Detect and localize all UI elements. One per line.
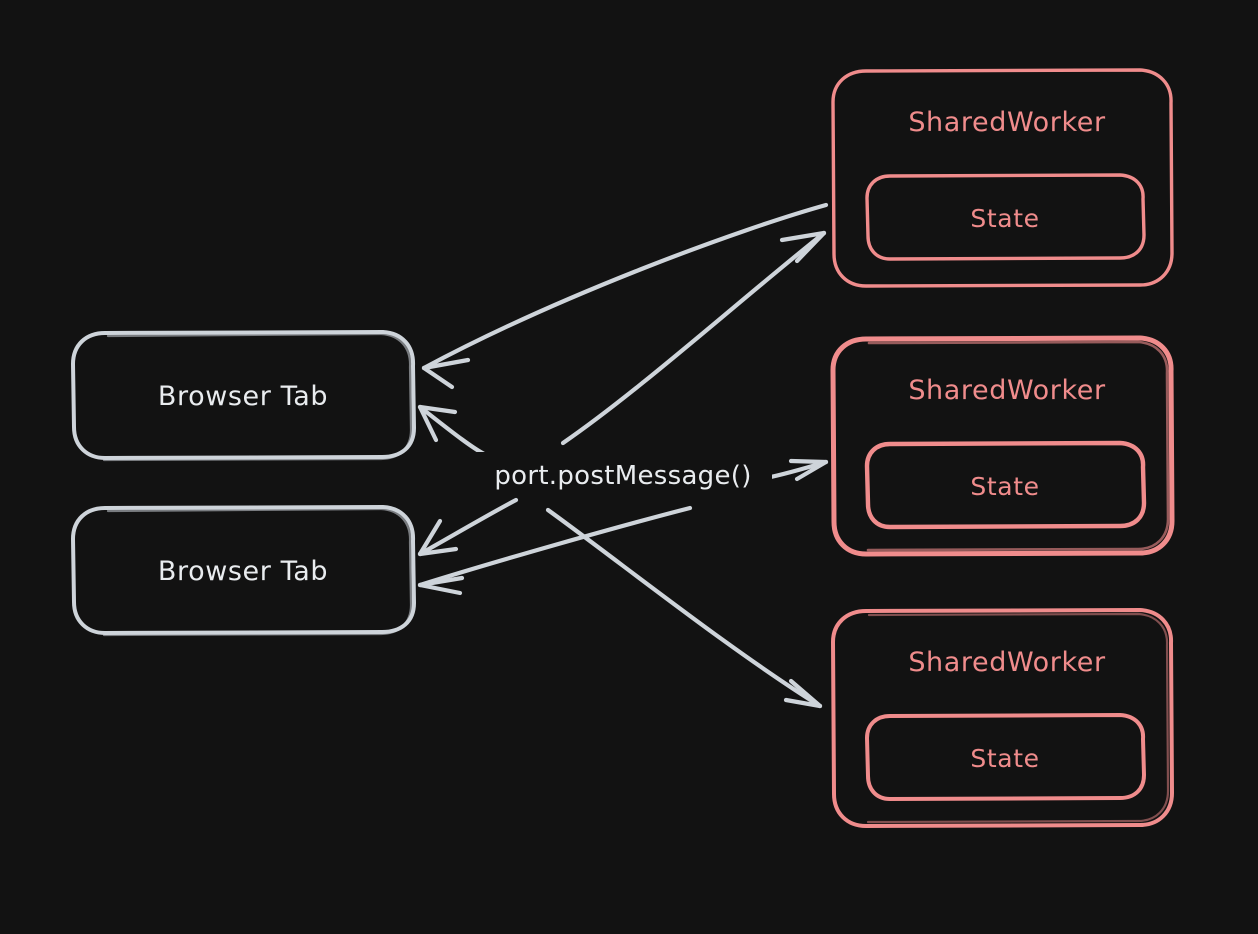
browser-tab-1-outline-sketch (102, 332, 413, 462)
shared-worker-1-label: SharedWorker (908, 107, 1106, 138)
edge-hub-to-worker2[interactable] (763, 458, 829, 482)
browser-tab-2-outline (70, 504, 417, 636)
browser-tab-1-label: Browser Tab (158, 381, 328, 412)
node-shared-worker-3[interactable]: SharedWorker State (830, 607, 1175, 829)
node-state-3[interactable]: State (864, 712, 1147, 802)
node-shared-worker-1[interactable]: SharedWorker State (831, 68, 1174, 288)
shared-worker-3-label: SharedWorker (908, 647, 1106, 678)
state-3-outline (864, 712, 1147, 802)
browser-tab-2-outline-sketch (102, 507, 413, 637)
state-2-outline (864, 440, 1147, 530)
edge-layer (417, 202, 829, 709)
shared-worker-3-outline-sketch (866, 612, 1170, 824)
node-state-1[interactable]: State (865, 173, 1146, 261)
state-1-label: State (970, 204, 1039, 233)
shared-worker-2-outline-sketch (866, 340, 1170, 552)
edge-label-backdrop (474, 452, 772, 496)
browser-tab-2-label: Browser Tab (158, 556, 328, 587)
edge-label-text: port.postMessage() (494, 461, 751, 491)
shared-worker-2-label: SharedWorker (908, 375, 1106, 406)
port-post-message-label: port.postMessage() (474, 452, 772, 496)
state-1-outline (865, 173, 1146, 261)
node-state-2[interactable]: State (864, 440, 1147, 530)
edge-hub-to-worker3[interactable] (545, 507, 823, 709)
edge-hub-to-tab2[interactable] (417, 497, 519, 557)
edge-worker3-to-tab2[interactable] (417, 505, 693, 596)
edge-hub-to-tab1[interactable] (417, 404, 489, 458)
browser-tab-1-outline (70, 329, 417, 461)
edge-worker1-to-tab1[interactable] (421, 202, 829, 390)
state-3-label: State (970, 744, 1039, 773)
node-browser-tab-2[interactable]: Browser Tab (70, 504, 417, 637)
edge-hub-to-worker1[interactable] (560, 230, 827, 446)
state-2-label: State (970, 472, 1039, 501)
node-shared-worker-2[interactable]: SharedWorker State (830, 335, 1175, 557)
shared-worker-2-outline (830, 335, 1175, 557)
shared-worker-3-outline (830, 607, 1175, 829)
node-browser-tab-1[interactable]: Browser Tab (70, 329, 417, 462)
shared-worker-1-outline (831, 68, 1174, 288)
